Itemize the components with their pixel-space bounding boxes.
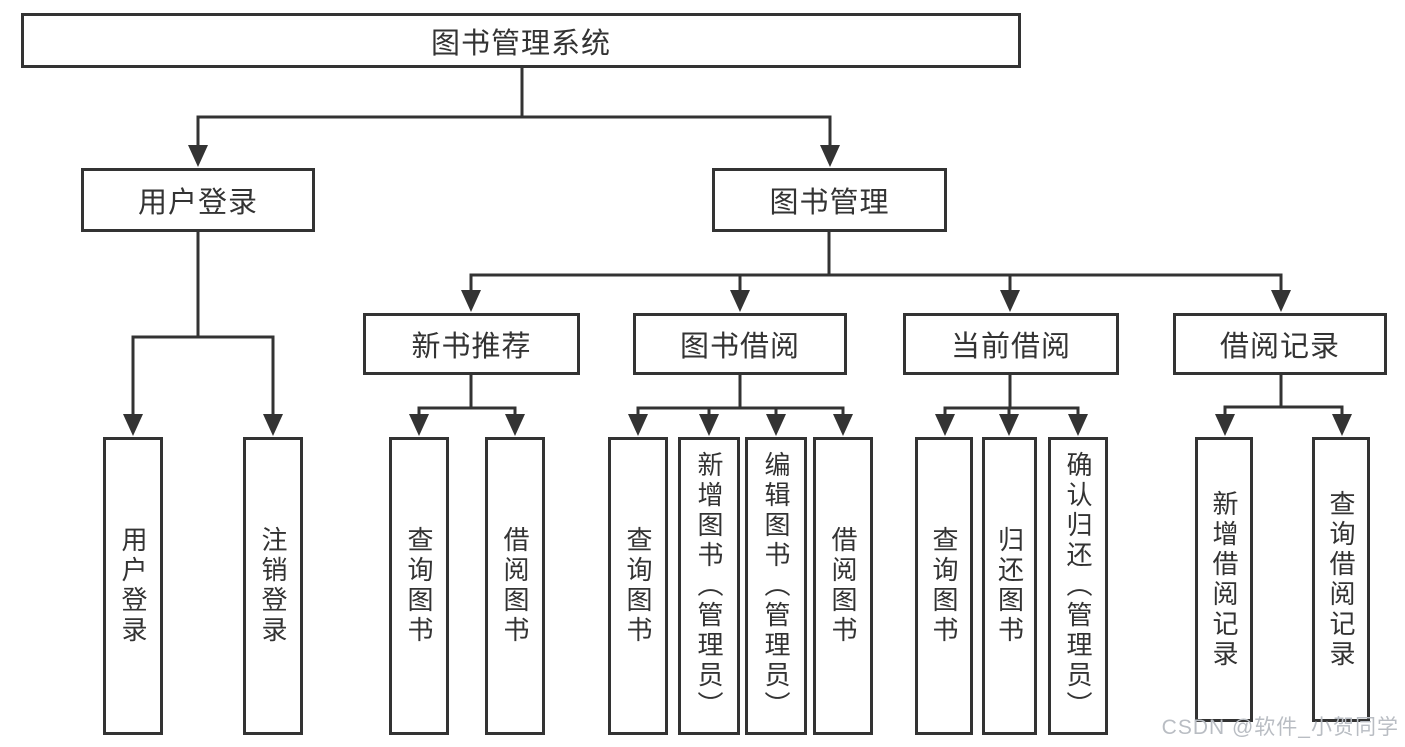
leaf-edit-books-admin-label: 编辑图书（管理员） — [761, 451, 791, 721]
connector-book-management-children — [461, 232, 1291, 312]
leaf-add-books-admin-label: 新增图书（管理员） — [694, 451, 724, 721]
leaf-confirm-return-admin: 确认归还（管理员） — [1048, 437, 1108, 735]
leaf-recommend-borrow-books-label: 借阅图书 — [500, 526, 530, 646]
leaf-borrow-books-label: 借阅图书 — [828, 526, 858, 646]
leaf-query-borrow-record-label: 查询借阅记录 — [1326, 489, 1356, 670]
node-borrow-records-label: 借阅记录 — [1219, 331, 1340, 363]
node-book-management: 图书管理 — [712, 168, 947, 232]
node-new-book-recommend-label: 新书推荐 — [411, 331, 532, 363]
node-book-borrow-label: 图书借阅 — [679, 331, 800, 363]
connector-borrow-records-children — [1215, 375, 1352, 436]
leaf-add-books-admin: 新增图书（管理员） — [678, 437, 740, 735]
leaf-logout-label: 注销登录 — [258, 526, 288, 646]
node-book-borrow: 图书借阅 — [633, 313, 847, 375]
node-user-login: 用户登录 — [81, 168, 315, 232]
leaf-query-borrow-record: 查询借阅记录 — [1312, 437, 1370, 722]
connector-root-to-level2 — [188, 68, 840, 167]
node-new-book-recommend: 新书推荐 — [363, 313, 580, 375]
leaf-recommend-borrow-books: 借阅图书 — [485, 437, 545, 735]
node-borrow-records: 借阅记录 — [1173, 313, 1387, 375]
leaf-add-borrow-record-label: 新增借阅记录 — [1209, 489, 1239, 670]
leaf-current-query-books: 查询图书 — [915, 437, 973, 735]
node-current-borrow: 当前借阅 — [903, 313, 1119, 375]
leaf-borrow-query-books: 查询图书 — [608, 437, 668, 735]
leaf-return-books: 归还图书 — [982, 437, 1037, 735]
node-book-management-label: 图书管理 — [769, 187, 890, 219]
leaf-user-login-label: 用户登录 — [118, 526, 148, 646]
leaf-recommend-query-books: 查询图书 — [389, 437, 449, 735]
leaf-add-borrow-record: 新增借阅记录 — [1195, 437, 1253, 722]
node-root: 图书管理系统 — [21, 13, 1021, 68]
node-root-label: 图书管理系统 — [430, 27, 611, 60]
connector-current-borrow-children — [935, 375, 1088, 436]
node-user-login-label: 用户登录 — [137, 187, 258, 219]
leaf-recommend-query-books-label: 查询图书 — [404, 526, 434, 646]
leaf-confirm-return-admin-label: 确认归还（管理员） — [1063, 451, 1093, 721]
leaf-logout: 注销登录 — [243, 437, 303, 735]
leaf-current-query-books-label: 查询图书 — [929, 526, 959, 646]
connector-new-book-recommend-children — [409, 375, 525, 436]
connector-user-login-children — [123, 232, 283, 436]
leaf-borrow-books: 借阅图书 — [813, 437, 873, 735]
leaf-edit-books-admin: 编辑图书（管理员） — [745, 437, 807, 735]
leaf-user-login: 用户登录 — [103, 437, 163, 735]
connector-book-borrow-children — [628, 375, 853, 436]
node-current-borrow-label: 当前借阅 — [950, 331, 1071, 363]
csdn-watermark: CSDN @软件_小贺同学 — [1161, 716, 1399, 739]
leaf-borrow-query-books-label: 查询图书 — [623, 526, 653, 646]
leaf-return-books-label: 归还图书 — [994, 526, 1025, 646]
